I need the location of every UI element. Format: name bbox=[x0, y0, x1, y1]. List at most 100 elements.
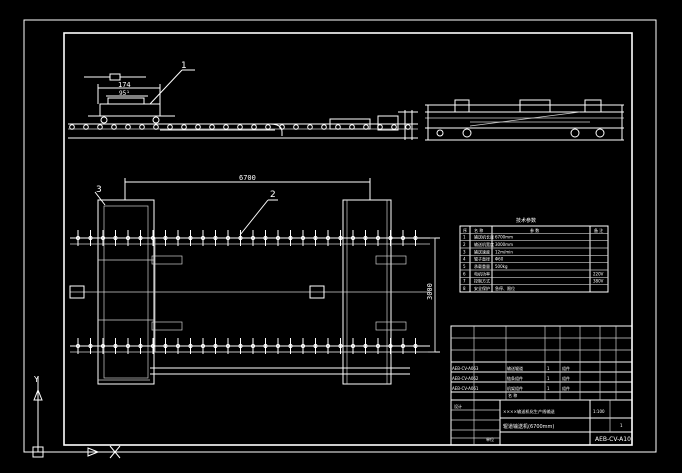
plan-roller-hub bbox=[288, 343, 293, 349]
plan-roller-hub bbox=[313, 343, 318, 349]
plan-roller-hub bbox=[300, 343, 306, 349]
plan-view: 6700 3000 2 3 bbox=[69, 174, 440, 385]
param-cell: Φ60 bbox=[495, 257, 504, 262]
param-h-0: 序 bbox=[463, 227, 467, 233]
param-cell: 220V bbox=[593, 271, 604, 276]
plan-roller-hub bbox=[163, 235, 168, 241]
plan-roller-hub bbox=[388, 343, 393, 349]
tb-designer: 设计 bbox=[454, 403, 462, 409]
plan-roller-hub bbox=[325, 343, 331, 349]
elevation-roller bbox=[251, 124, 257, 130]
param-h-2: 参 数 bbox=[530, 227, 539, 233]
elevation-roller bbox=[195, 124, 201, 130]
title-block-cell: AEB-CV-A062 bbox=[452, 376, 479, 381]
plan-roller-hub bbox=[75, 235, 81, 241]
title-block-cell: 组件 bbox=[562, 365, 570, 371]
plan-roller-hub bbox=[338, 235, 343, 241]
param-cell: 380V bbox=[593, 279, 604, 284]
elevation-roller bbox=[391, 124, 397, 130]
param-h-3: 备 注 bbox=[594, 227, 603, 233]
plan-roller-hub bbox=[175, 235, 181, 241]
plan-roller-hub bbox=[375, 235, 381, 241]
plan-roller-hub bbox=[363, 343, 368, 349]
param-cell: 安全保护 bbox=[474, 285, 490, 291]
elevation-roller bbox=[209, 124, 215, 130]
plan-roller-hub bbox=[88, 343, 93, 349]
plan-roller-hub bbox=[200, 343, 206, 349]
elevation-roller bbox=[223, 124, 229, 130]
elevation-roller bbox=[83, 124, 89, 130]
title-block-cell: 1 bbox=[547, 376, 550, 381]
plan-roller-hub bbox=[88, 235, 93, 241]
elevation-roller bbox=[125, 124, 131, 130]
plan-roller-hub bbox=[113, 343, 118, 349]
title-block-cell: 组件 bbox=[562, 385, 570, 391]
title-block-cell: 链条组件 bbox=[507, 375, 523, 381]
elevation-view: 174 95¹ 1 bbox=[68, 61, 418, 140]
elevation-roller bbox=[237, 124, 243, 130]
plan-roller-hub bbox=[375, 343, 381, 349]
param-cell: 急停、限位 bbox=[495, 285, 515, 291]
elevation-roller bbox=[405, 124, 411, 130]
plan-roller-hub bbox=[400, 235, 406, 241]
param-cell: 6700mm bbox=[495, 235, 513, 240]
tb-project: ××××输送机化生产线输送 bbox=[503, 408, 556, 415]
elevation-roller bbox=[265, 124, 271, 130]
elevation-roller bbox=[111, 124, 117, 130]
plan-roller-hub bbox=[188, 235, 193, 241]
callout-3: 3 bbox=[96, 185, 102, 195]
title-block-cell: AEB-CV-A063 bbox=[452, 366, 479, 371]
plan-roller-hub bbox=[338, 343, 343, 349]
plan-roller-hub bbox=[263, 343, 268, 349]
dim-3000: 3000 bbox=[426, 283, 434, 300]
plan-roller-hub bbox=[150, 235, 156, 241]
title-block-cell: 机架组件 bbox=[507, 385, 523, 391]
plan-roller-hub bbox=[388, 235, 393, 241]
plan-roller-hub bbox=[413, 343, 418, 349]
inner-border bbox=[63, 32, 633, 446]
param-cell: 3000mm bbox=[495, 242, 513, 247]
plan-roller-hub bbox=[313, 235, 318, 241]
param-cell: 3 bbox=[463, 249, 466, 254]
elevation-roller bbox=[139, 124, 145, 130]
title-block-cell: 1 bbox=[547, 366, 550, 371]
param-cell: 承载重量 bbox=[474, 263, 490, 269]
plan-roller-hub bbox=[225, 235, 231, 241]
plan-roller-hub bbox=[250, 343, 256, 349]
plan-roller-hub bbox=[250, 235, 256, 241]
param-cell: 5 bbox=[463, 264, 466, 269]
plan-roller-hub bbox=[400, 343, 406, 349]
outer-border bbox=[23, 19, 657, 453]
title-block: AEB-CV-A063 输送辊道 1 组件 AEB-CV-A062 链条组件 1 组件 AEB-… bbox=[450, 325, 633, 446]
dim-95: 95¹ bbox=[119, 90, 130, 97]
param-cell: 输送速度 bbox=[474, 248, 490, 254]
ucs-x: X bbox=[108, 446, 109, 447]
elevation-roller bbox=[181, 124, 187, 130]
tb-drawing-no: AEB-CV-A10 bbox=[595, 436, 631, 443]
plan-roller-hub bbox=[200, 235, 206, 241]
plan-roller-hub bbox=[263, 235, 268, 241]
param-cell: 输送机宽度 bbox=[474, 241, 494, 247]
plan-roller-hub bbox=[363, 235, 368, 241]
title-block-cell: 1 bbox=[547, 386, 550, 391]
plan-roller-hub bbox=[163, 343, 168, 349]
tb-header-label: 名 称 bbox=[508, 392, 517, 398]
param-cell: 控制方式 bbox=[474, 278, 490, 284]
param-cell: 12m/min bbox=[495, 249, 513, 254]
param-cell: 6 bbox=[463, 271, 466, 276]
title-block-cell: 输送辊道 bbox=[507, 365, 523, 371]
elevation-roller bbox=[321, 124, 327, 130]
plan-roller-hub bbox=[138, 235, 143, 241]
plan-roller-hub bbox=[413, 235, 418, 241]
plan-roller-hub bbox=[300, 235, 306, 241]
param-cell: 辊子直径 bbox=[474, 256, 490, 262]
param-cell: 7 bbox=[463, 279, 466, 284]
tb-unit: 单位 bbox=[486, 436, 494, 442]
plan-roller-hub bbox=[125, 235, 131, 241]
ucs-icon: Y X bbox=[30, 375, 121, 459]
param-h-1: 名 称 bbox=[474, 227, 483, 233]
elevation-roller bbox=[69, 124, 75, 130]
plan-roller-hub bbox=[100, 343, 106, 349]
elevation-roller bbox=[153, 124, 159, 130]
plan-roller-hub bbox=[75, 343, 81, 349]
